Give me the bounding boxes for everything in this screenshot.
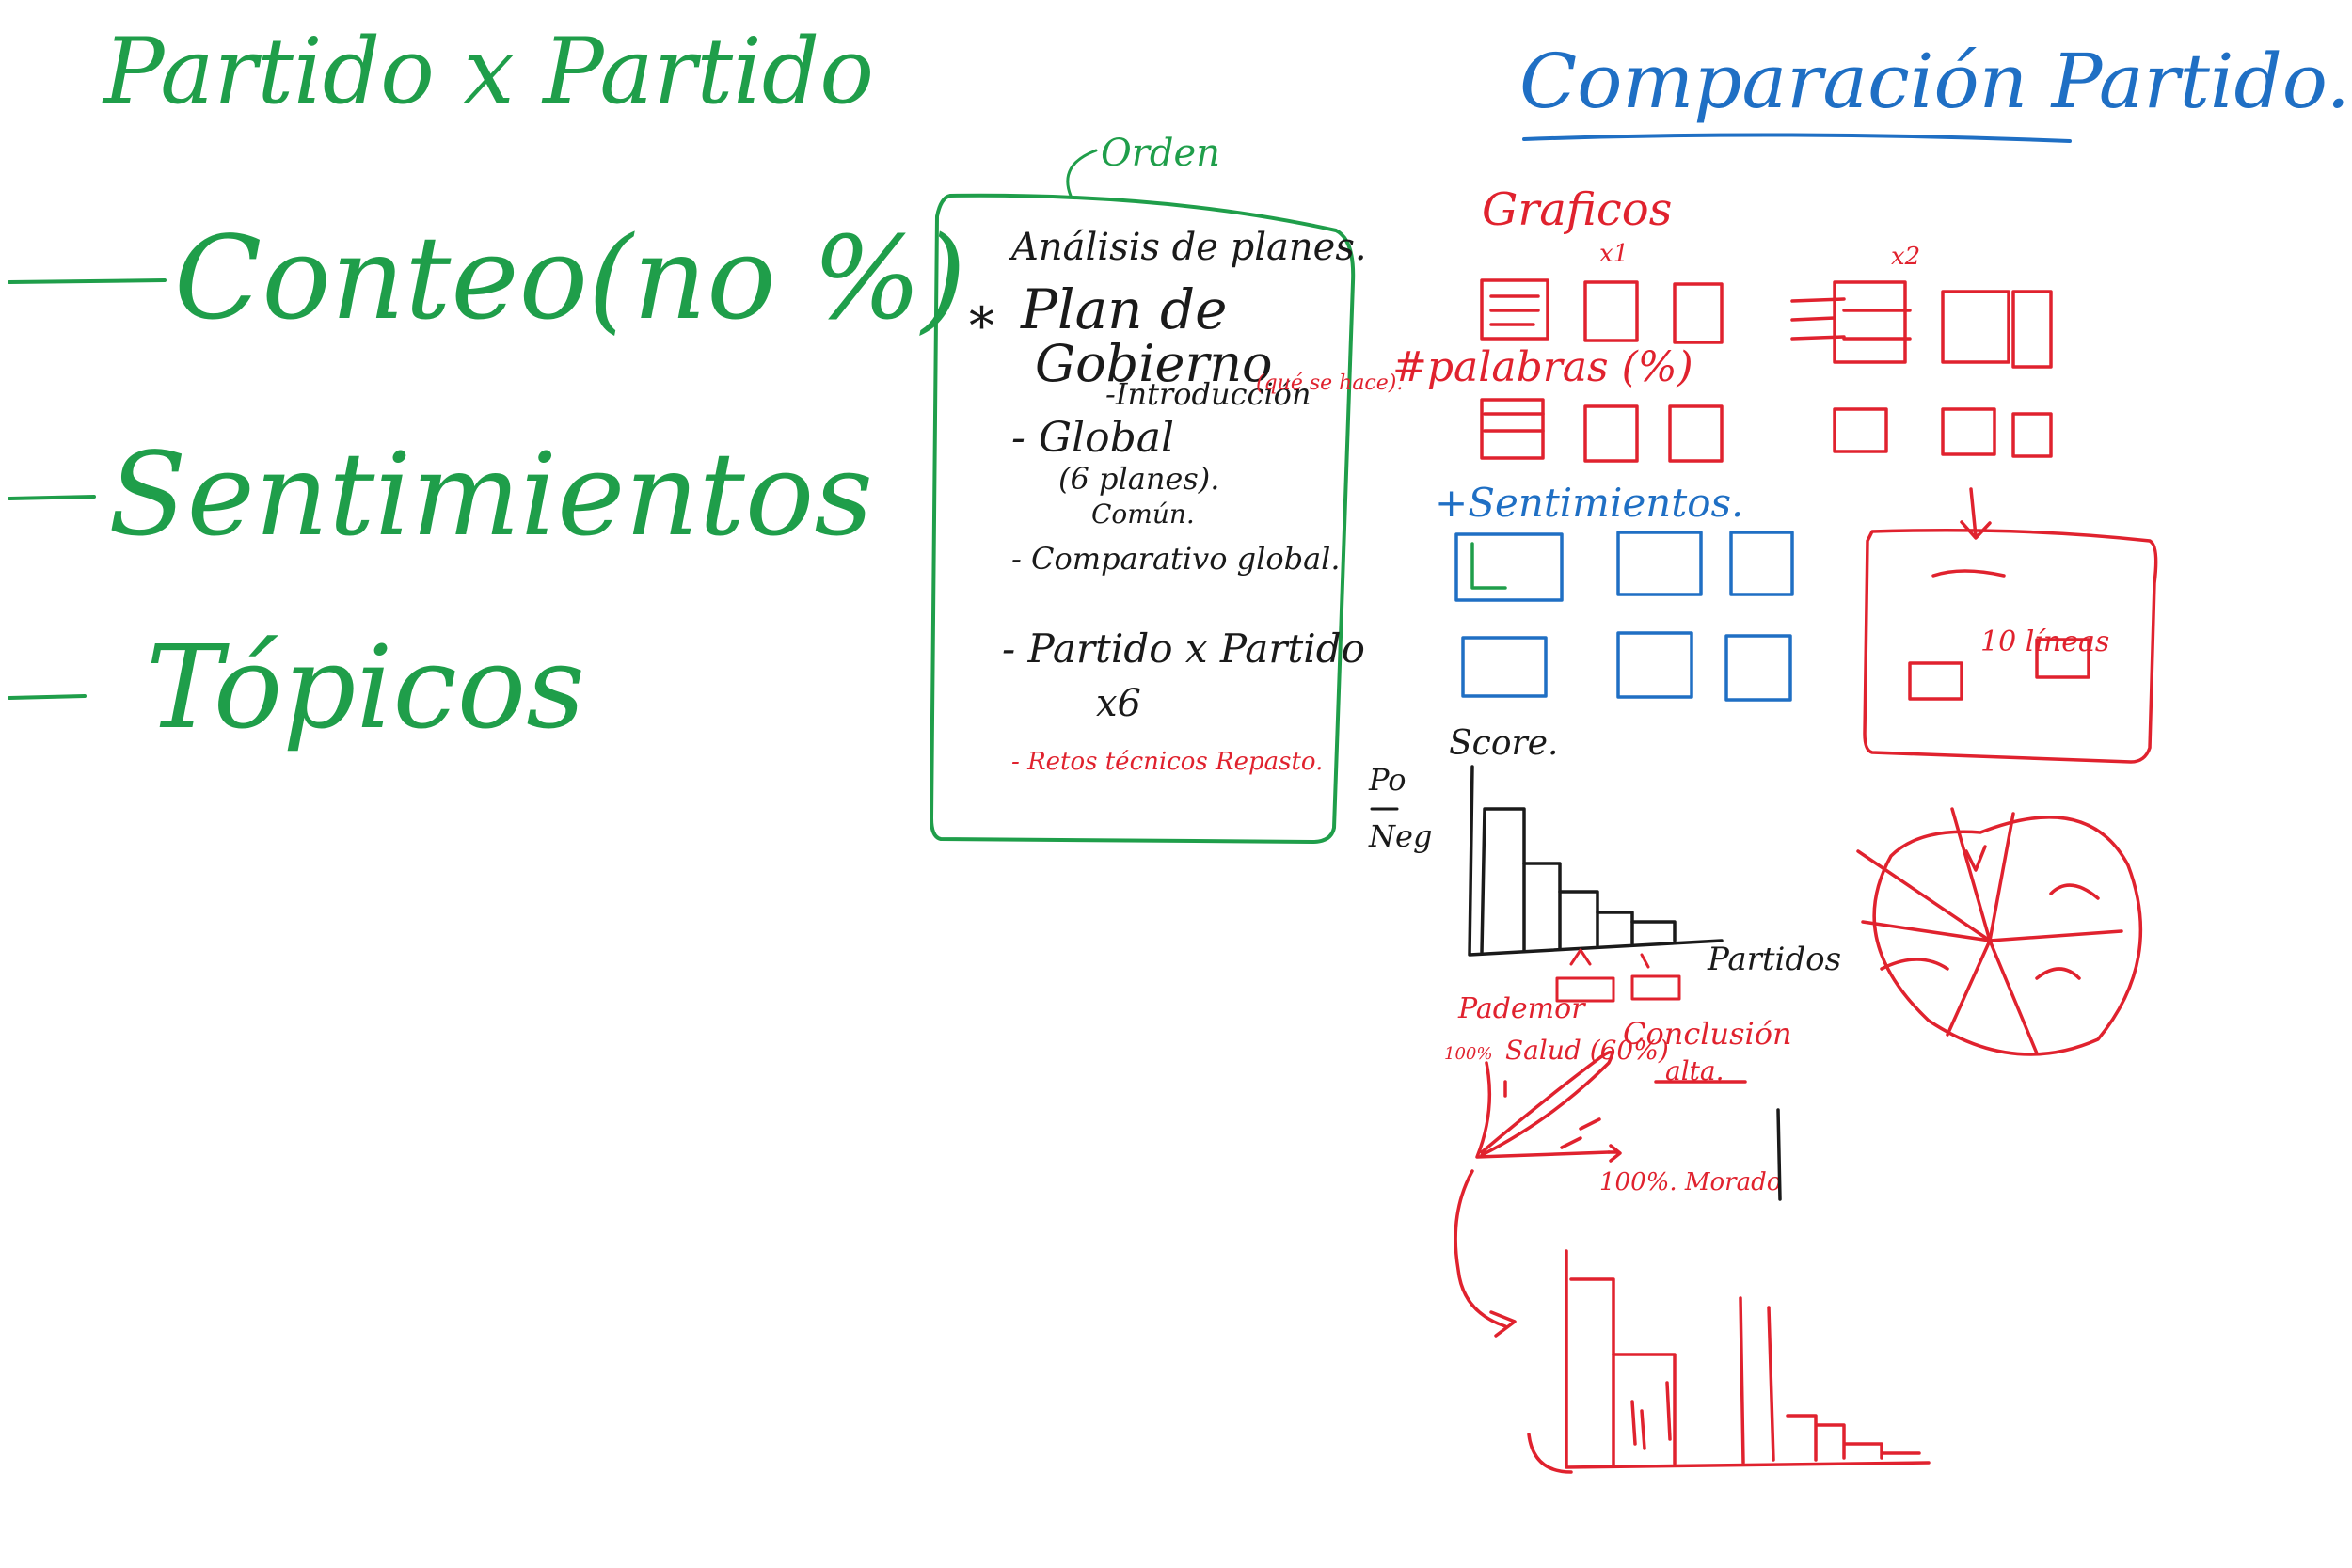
- chart-thumb: [1833, 280, 1907, 364]
- orden-comparativo: - Comparativo global.: [1011, 541, 1341, 577]
- chart-thumb: [1454, 532, 1564, 602]
- chart-thumb: [2011, 412, 2053, 458]
- cien-label: 100%: [1444, 1044, 1493, 1064]
- chart-thumb: [1461, 636, 1548, 698]
- orden-retos-text: Retos técnicos Repasto.: [1027, 748, 1324, 776]
- x2-label: x2: [1891, 243, 1921, 271]
- score-bar: [1558, 890, 1599, 947]
- neg-label: Neg: [1369, 818, 1433, 854]
- chart-thumb: [1480, 278, 1549, 341]
- chart-thumb: [1668, 404, 1724, 463]
- x1-label: x1: [1599, 240, 1629, 268]
- pademor-label: Pademor: [1458, 992, 1585, 1025]
- orden-asterisk: *: [969, 296, 994, 356]
- diez-lineas-label: 10 líneas: [1980, 626, 2110, 658]
- po-label: Po: [1369, 762, 1406, 798]
- chart-thumb: [1941, 290, 2010, 364]
- conclusion-label: Conclusión: [1623, 1016, 1792, 1052]
- orden-global: - Global: [1011, 414, 1175, 462]
- orden-pxp: - Partido x Partido: [1002, 626, 1365, 672]
- chart-thumb: [1583, 280, 1639, 342]
- score-bar: [1522, 862, 1562, 950]
- palabras-label: #palabras (%): [1392, 343, 1693, 391]
- orden-comparativo-text: Comparativo global.: [1030, 541, 1341, 577]
- chart-thumb: [1616, 631, 1693, 699]
- comparacion-title: Comparación Partido.: [1519, 38, 2350, 125]
- orden-intro: -Introducción: [1105, 376, 1311, 412]
- score-bar: [1596, 911, 1634, 945]
- orden-que-se-hace: (qué se hace).: [1256, 372, 1404, 395]
- orden-analisis: Análisis de planes.: [1011, 226, 1367, 269]
- chart-thumb: [1673, 282, 1724, 344]
- chart-thumb: [1833, 407, 1888, 453]
- partidos-label: Partidos: [1708, 941, 1842, 978]
- triangle-axis: [1475, 1061, 1611, 1159]
- orden-6planes: (6 planes).: [1058, 461, 1220, 497]
- score-bar: [1480, 807, 1526, 954]
- chart-thumb: [1480, 398, 1545, 460]
- orden-pxp-text: Partido x Partido: [1027, 626, 1365, 672]
- left-item-topicos: Tópicos: [146, 621, 585, 754]
- left-title: Partido x Partido: [103, 19, 875, 124]
- chart-thumb: [1724, 634, 1792, 702]
- left-item-conteo: Conteo(no %): [174, 212, 966, 345]
- salud-label: Salud (60%): [1505, 1035, 1669, 1066]
- left-item-sentimientos: Sentimientos: [108, 428, 873, 562]
- orden-gobierno: Gobierno: [1035, 334, 1273, 393]
- orden-plan: Plan de: [1021, 277, 1228, 341]
- orden-retos: - Retos técnicos Repasto.: [1011, 748, 1324, 776]
- chart-thumb: [1941, 407, 1996, 456]
- orden-global-text: Global: [1038, 414, 1175, 462]
- score-bar: [1630, 920, 1677, 942]
- cien-morado-label: 100%. Morado: [1599, 1168, 1782, 1196]
- sentimientos-label: +Sentimientos.: [1435, 480, 1744, 526]
- chart-thumb: [1583, 404, 1639, 463]
- chart-thumb: [1729, 531, 1794, 596]
- score-axes: [1468, 765, 1724, 957]
- chart-thumb: [2011, 290, 2053, 369]
- orden-x6: x6: [1096, 682, 1142, 725]
- graficos-label: Graficos: [1482, 183, 1673, 236]
- orden-comun: Común.: [1091, 499, 1195, 530]
- orden-label: Orden: [1101, 132, 1220, 175]
- chart-thumb: [1616, 531, 1703, 596]
- score-label: Score.: [1449, 724, 1559, 763]
